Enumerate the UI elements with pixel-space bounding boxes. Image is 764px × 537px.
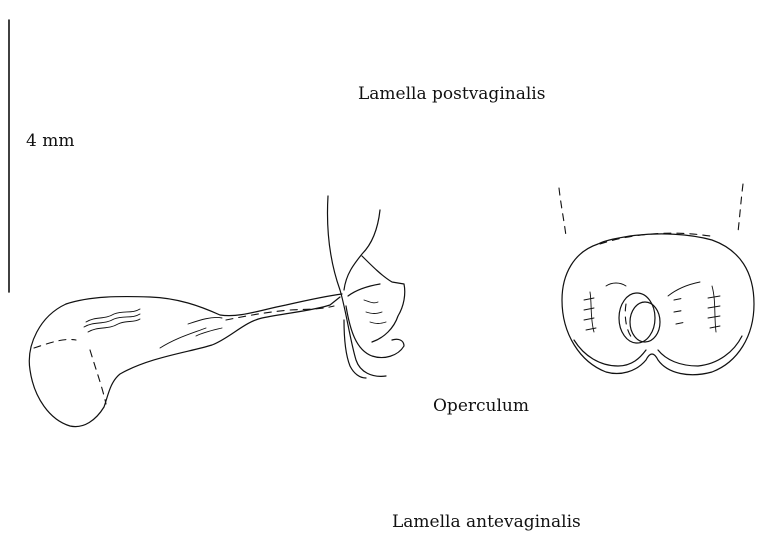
sterigma-lateral bbox=[328, 196, 405, 378]
ventral-side-left bbox=[559, 188, 566, 236]
bursa-dashed-arc bbox=[34, 339, 76, 348]
operculum-ring bbox=[619, 293, 655, 343]
bursa-upper-edge bbox=[66, 294, 342, 316]
label-operculum: Operculum bbox=[433, 396, 529, 416]
label-lamella-postvaginalis: Lamella postvaginalis bbox=[358, 84, 545, 104]
duct-lines bbox=[160, 306, 334, 348]
bursa-dashed-side bbox=[90, 350, 106, 404]
label-lamella-antevaginalis: Lamella antevaginalis bbox=[392, 512, 581, 532]
lateral-view bbox=[29, 196, 404, 427]
label-scale: 4 mm bbox=[26, 131, 74, 151]
operculum-disc bbox=[630, 302, 660, 342]
ventral-view bbox=[559, 184, 754, 375]
ventral-inner-lower bbox=[574, 340, 646, 366]
plate-hatching bbox=[584, 282, 720, 332]
bursa-outline bbox=[29, 297, 340, 427]
signum-marks bbox=[84, 309, 140, 332]
ventral-side-right bbox=[738, 184, 743, 232]
operculum-shading bbox=[625, 304, 632, 338]
